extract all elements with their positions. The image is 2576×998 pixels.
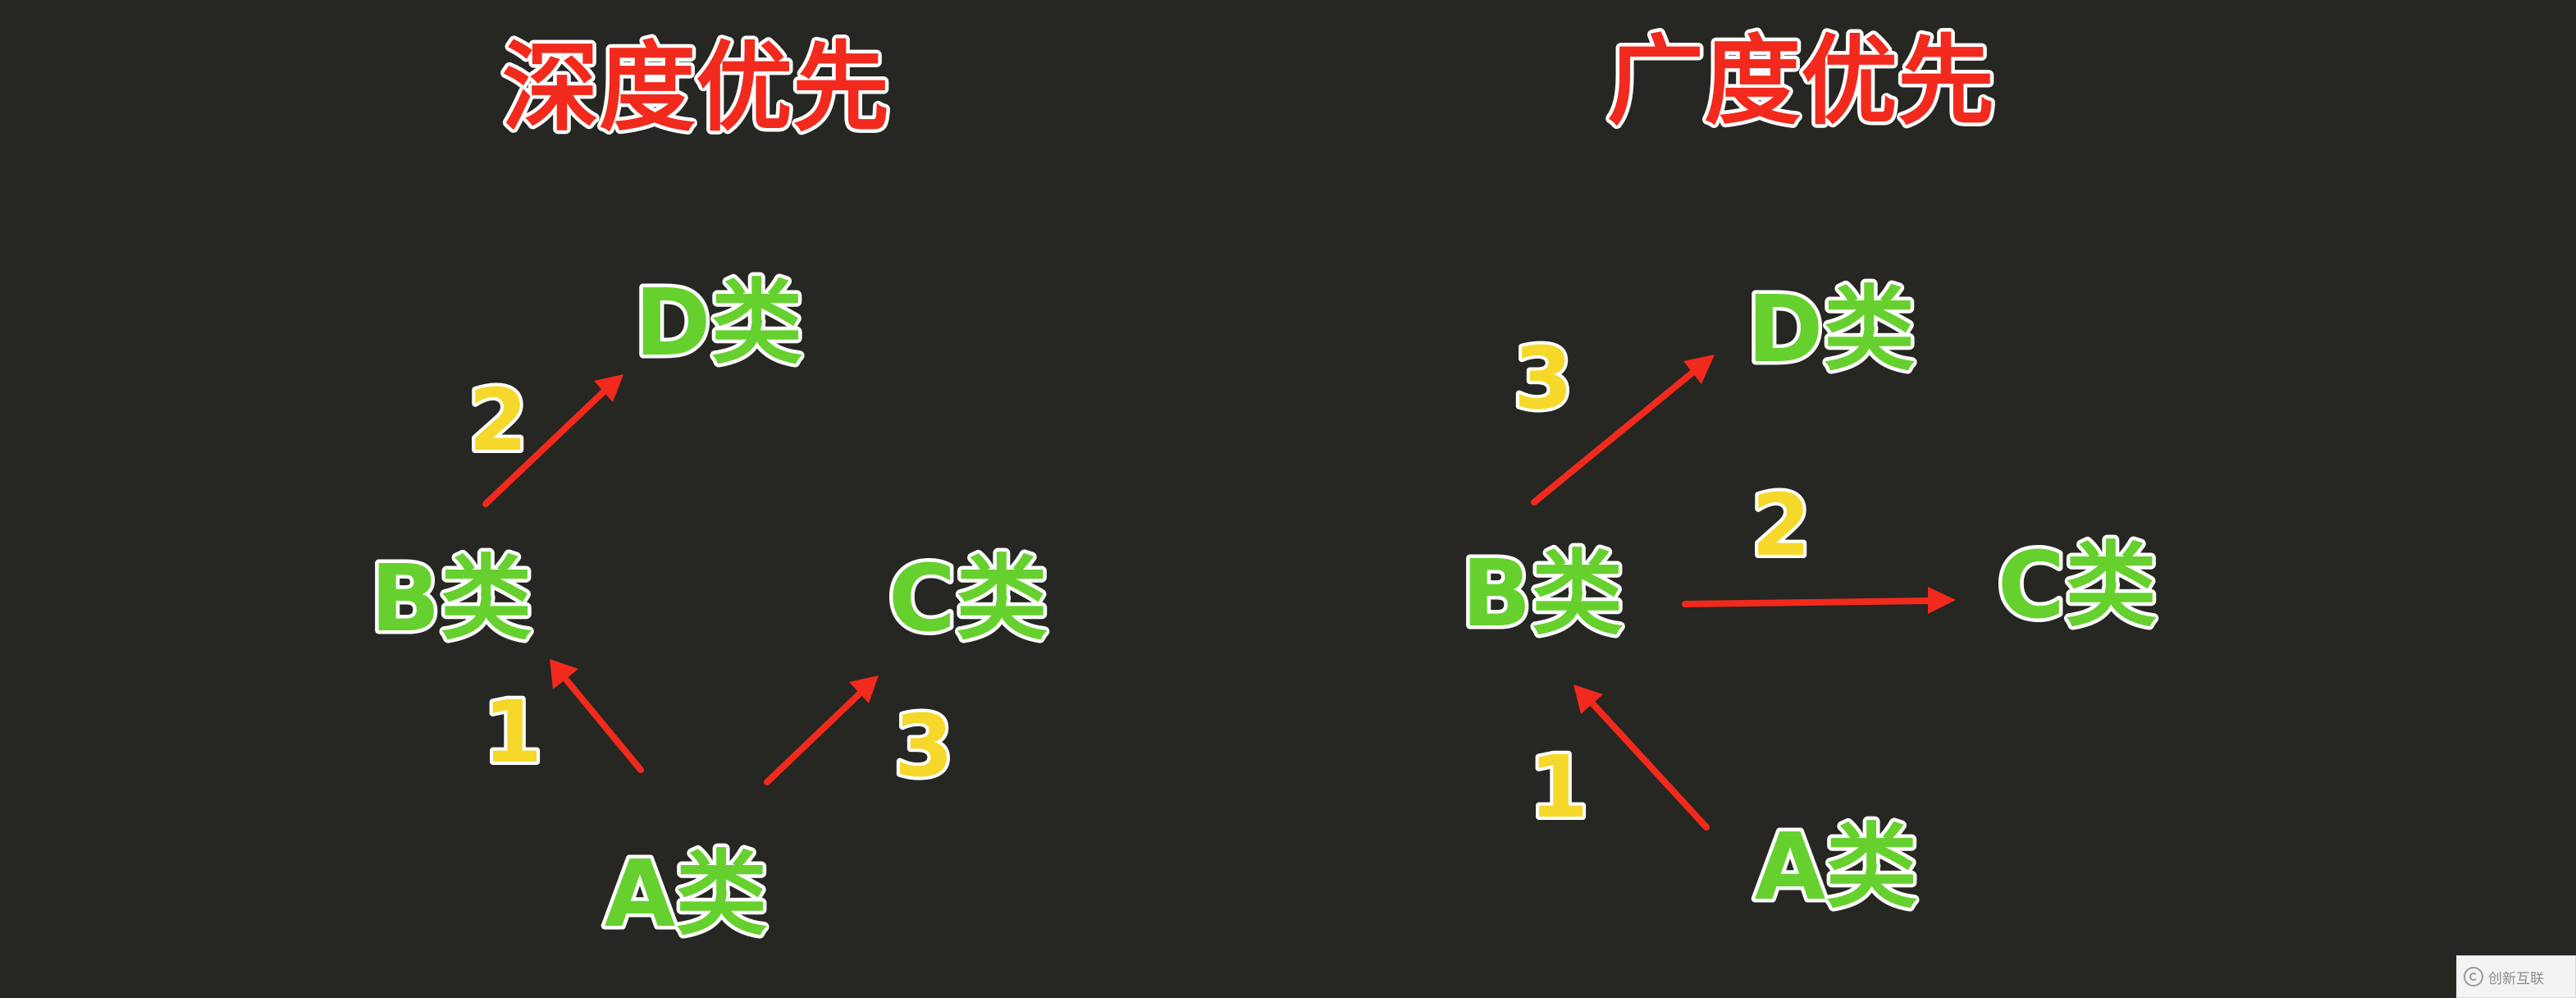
arrow-head (1573, 684, 1603, 714)
watermark: 创新互联 (2456, 955, 2576, 998)
arrow-head (849, 675, 879, 703)
step-number-2: 2 (1752, 475, 1811, 575)
edge-a-to-c (764, 675, 879, 785)
node-a: A类 (605, 841, 768, 948)
edge-a-to-b (550, 659, 644, 773)
step-number-3: 3 (894, 696, 953, 796)
arrow-head (1683, 355, 1715, 384)
node-b: B类 (1461, 541, 1623, 648)
node-d: D类 (1747, 277, 1916, 383)
edge-b-to-d (1531, 355, 1715, 506)
step-number-1: 1 (1529, 737, 1588, 837)
edge-line (482, 389, 606, 507)
edge-b-to-d (482, 374, 623, 507)
arrow-head (550, 659, 578, 689)
panel-breadth-first: 1 2 3 D类 B类 C类 A类 (1458, 273, 2161, 925)
node-b: B类 (370, 546, 532, 652)
edge-b-to-c (1682, 587, 1956, 614)
edge-line (1590, 701, 1710, 831)
panel-title-breadth-first: 广度优先 (1607, 25, 1994, 138)
edge-line (1682, 597, 1931, 607)
edge-line (563, 676, 644, 773)
arrow-head (594, 374, 623, 402)
edge-line (1531, 369, 1696, 506)
edge-line (764, 691, 862, 785)
watermark-text: 创新互联 (2488, 970, 2544, 987)
edge-a-to-b (1573, 684, 1710, 831)
step-number-1: 1 (483, 682, 542, 782)
node-a: A类 (1755, 814, 1918, 921)
node-c: C类 (1998, 533, 2157, 639)
node-c: C类 (888, 546, 1048, 652)
logo-icon (2464, 967, 2483, 987)
panel-title-depth-first: 深度优先 (502, 31, 889, 144)
step-number-2: 2 (468, 370, 528, 470)
node-d: D类 (635, 270, 803, 377)
panel-depth-first: 1 2 3 D类 B类 C类 A类 (367, 267, 1052, 952)
step-number-3: 3 (1514, 328, 1573, 428)
arrow-head (1928, 587, 1956, 614)
